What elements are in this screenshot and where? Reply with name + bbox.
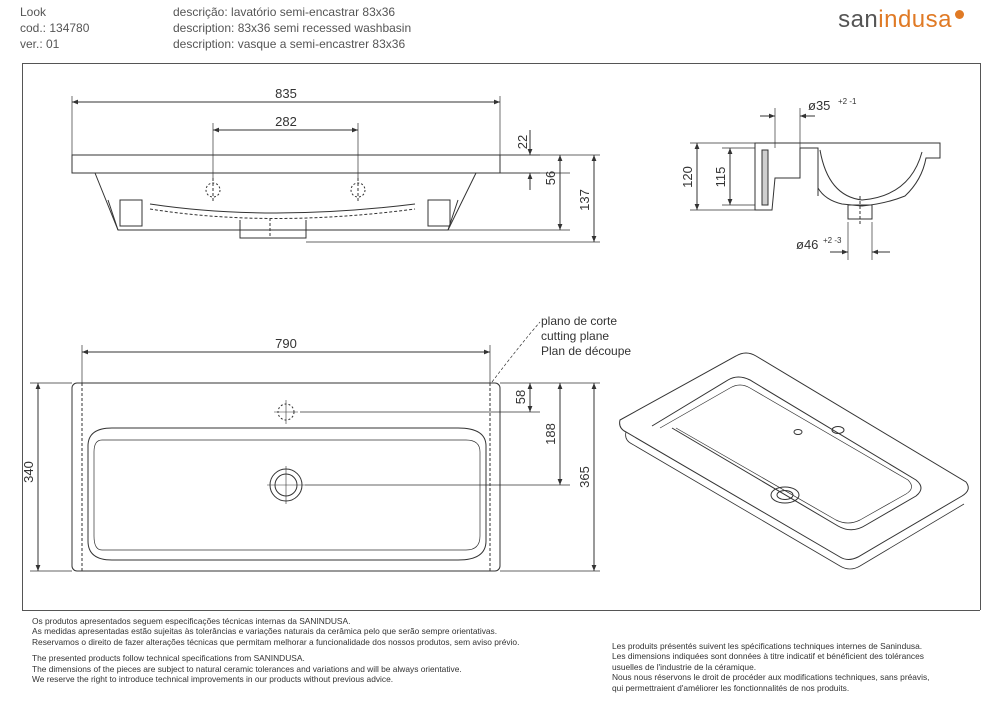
top-view — [30, 321, 600, 572]
footer-note-line: The dimensions of the pieces are subject… — [32, 663, 462, 674]
product-descriptions: descrição: lavatório semi-encastrar 83x3… — [173, 4, 411, 52]
isometric-view — [619, 352, 969, 570]
front-view-hole-right — [350, 182, 366, 198]
footer-note-line: Reservamos o direito de fazer alterações… — [32, 636, 520, 647]
footer-note-line: The presented products follow technical … — [32, 653, 305, 664]
cutting-plane-pt: plano de corte — [541, 314, 618, 328]
iso-tap-hole — [831, 426, 845, 434]
product-code: cod.: 134780 — [20, 21, 90, 35]
iso-drain — [770, 486, 800, 504]
logo-text-main: san — [838, 6, 879, 33]
front-view-hole-left — [205, 182, 221, 198]
logo-mark-icon — [955, 10, 964, 19]
dim-22-label: 22 — [515, 135, 530, 149]
dim-137-label: 137 — [577, 189, 592, 211]
footer-note-line: Les produits présentés suivent les spéci… — [612, 641, 923, 651]
drawing-frame-bottom — [22, 610, 980, 611]
cutting-plane-label: plano de corte cutting plane Plan de déc… — [541, 314, 631, 359]
description-fr: description: vasque a semi-encastrer 83x… — [173, 37, 406, 51]
dim-120-label: 120 — [680, 166, 695, 188]
footer-note-line: We reserve the right to introduce techni… — [32, 674, 394, 685]
footer-note-line: Nous nous réservons le droit de procéder… — [612, 672, 930, 683]
footer-note-line: As medidas apresentadas estão sujeitas à… — [32, 626, 498, 637]
dim-drain-tolerance: +2 -3 — [823, 236, 842, 245]
description-pt: descrição: lavatório semi-encastrar 83x3… — [173, 5, 396, 19]
iso-outline — [619, 352, 969, 560]
footer-note-line: usuelles de l'industrie de la céramique. — [612, 661, 757, 672]
dim-365-label: 365 — [577, 466, 592, 488]
cutting-plane-fr: Plan de découpe — [541, 344, 632, 358]
description-en: description: 83x36 semi recessed washbas… — [173, 21, 412, 35]
top-view-basin — [87, 427, 487, 561]
dim-hole-tolerance: +2 -1 — [838, 97, 857, 106]
drawing-frame-top — [22, 63, 980, 64]
front-view-drain — [239, 220, 307, 239]
front-view-body — [94, 172, 477, 231]
dim-56-label: 56 — [543, 171, 558, 185]
footer-note-line: Les dimensions indiquées sont données à … — [612, 651, 924, 662]
dim-790-label: 790 — [275, 336, 297, 351]
side-section-outline — [754, 142, 941, 211]
drawing-frame-left — [22, 63, 23, 610]
logo-text-accent: indusa — [878, 6, 952, 33]
document-info: Look cod.: 134780 ver.: 01 — [20, 4, 89, 52]
footer-note-line: Os produtos apresentados seguem especifi… — [32, 616, 351, 626]
side-section-view — [690, 108, 941, 260]
footer-notes-fr: Les produits présentés suivent les spéci… — [612, 641, 930, 693]
dim-drain-label: ø46 — [796, 237, 818, 252]
footer-notes-pt-en: Os produtos apresentados seguem especifi… — [32, 616, 519, 684]
dim-188-label: 188 — [543, 423, 558, 445]
sanindusa-logo: sanindusa — [838, 6, 952, 34]
cutting-plane-leader — [491, 321, 541, 383]
dim-340-label: 340 — [21, 461, 36, 483]
front-view-bowl-curve — [149, 203, 416, 214]
dim-hole-label: ø35 — [808, 98, 830, 113]
cutting-plane-en: cutting plane — [541, 329, 610, 343]
dim-115-label: 115 — [713, 167, 728, 188]
front-view-slab — [71, 154, 501, 174]
top-view-outline — [71, 382, 501, 572]
front-view-left-rib — [119, 199, 143, 227]
drawing-frame-right — [980, 63, 981, 610]
iso-basin-rim — [651, 376, 922, 531]
product-name: Look — [20, 5, 47, 19]
iso-overflow — [793, 429, 803, 435]
front-view-right-rib — [427, 199, 451, 227]
front-view — [71, 96, 600, 243]
dim-58-label: 58 — [513, 390, 528, 404]
product-version: ver.: 01 — [20, 37, 60, 51]
footer-note-line: qui permettraient d'améliorer les foncti… — [612, 682, 850, 693]
dim-282-label: 282 — [275, 114, 297, 129]
dim-835-label: 835 — [275, 86, 297, 101]
